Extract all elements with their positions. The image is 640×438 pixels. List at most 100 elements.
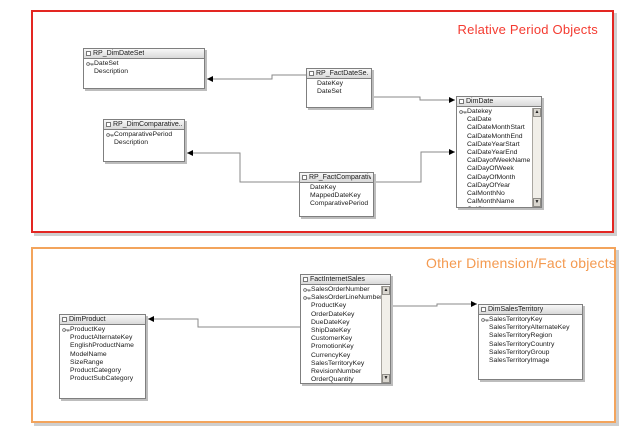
key-icon — [459, 110, 467, 114]
column-row[interactable]: CalDate — [457, 116, 541, 124]
scroll-down-button[interactable]: ▼ — [533, 198, 541, 207]
table-icon — [303, 277, 308, 282]
relationship-line[interactable] — [187, 152, 299, 183]
relationship-line[interactable] — [372, 96, 455, 101]
table-header-dimdate[interactable]: DimDate — [457, 97, 541, 107]
column-row[interactable]: ProductCategory — [60, 367, 145, 375]
relationship-line[interactable] — [148, 318, 300, 328]
column-row[interactable]: OrderDateKey — [301, 311, 390, 319]
scroll-up-button[interactable]: ▲ — [382, 286, 390, 295]
column-row[interactable]: SizeRange — [60, 359, 145, 367]
column-row[interactable]: ComparativePeriod — [104, 131, 184, 139]
column-row[interactable]: PromotionKey — [301, 343, 390, 351]
column-name: DueDateKey — [311, 318, 350, 326]
column-name: CalDayOfWeek — [467, 165, 514, 173]
column-row[interactable]: ProductSubCategory — [60, 375, 145, 383]
column-row[interactable]: MappedDateKey — [300, 192, 373, 200]
column-row[interactable]: DateKey — [300, 184, 373, 192]
key-icon — [106, 133, 114, 137]
column-row[interactable]: ProductKey — [60, 326, 145, 334]
column-name: SalesTerritoryImage — [489, 357, 550, 365]
column-row[interactable]: CustomerKey — [301, 335, 390, 343]
scroll-up-button[interactable]: ▲ — [533, 108, 541, 117]
column-row[interactable]: CalDateYearEnd — [457, 149, 541, 157]
column-row[interactable]: SalesTerritoryCountry — [479, 341, 582, 349]
vertical-scrollbar[interactable]: ▲▼ — [381, 286, 390, 383]
column-row[interactable]: EnglishProductName — [60, 342, 145, 350]
column-row[interactable]: ProductAlternateKey — [60, 334, 145, 342]
column-row[interactable]: DateKey — [307, 80, 371, 88]
column-name: ProductSubCategory — [70, 375, 134, 383]
relationship-line[interactable] — [391, 303, 477, 307]
column-row[interactable]: CalDayofWeekName — [457, 157, 541, 165]
column-row[interactable]: Description — [84, 68, 204, 76]
column-row[interactable]: CalQtr — [457, 206, 541, 207]
column-name: OrderDateKey — [311, 310, 355, 318]
relationship-line[interactable] — [374, 151, 455, 183]
column-row[interactable]: OrderQuantity — [301, 376, 390, 383]
column-row[interactable]: Description — [104, 139, 184, 147]
column-row[interactable]: SalesTerritoryKey — [301, 360, 390, 368]
column-name: SalesOrderNumber — [311, 286, 370, 294]
column-name: CustomerKey — [311, 335, 353, 343]
column-row[interactable]: ShipDateKey — [301, 327, 390, 335]
column-name: OrderQuantity — [311, 376, 354, 383]
column-row[interactable]: CalDateYearStart — [457, 141, 541, 149]
column-row[interactable]: CurrencyKey — [301, 352, 390, 360]
column-row[interactable]: CalMonthName — [457, 198, 541, 206]
relative-period-group-box — [31, 10, 614, 233]
column-row[interactable]: DateSet — [307, 88, 371, 96]
column-row[interactable]: SalesTerritoryAlternateKey — [479, 324, 582, 332]
table-header-rp-factcomparativ[interactable]: RP_FactComparativ... — [300, 173, 373, 183]
table-header-factinternetsales[interactable]: FactInternetSales — [301, 275, 390, 285]
column-row[interactable]: CalDateMonthStart — [457, 124, 541, 132]
column-row[interactable]: CalDateMonthEnd — [457, 133, 541, 141]
table-header-rp-dimdateset[interactable]: RP_DimDateSet — [84, 49, 204, 59]
column-name: SalesTerritoryCountry — [489, 340, 555, 348]
column-row[interactable]: SalesTerritoryKey — [479, 316, 582, 324]
column-row[interactable]: DateSet — [84, 60, 204, 68]
column-row[interactable]: ComparativePeriod — [300, 200, 373, 208]
vertical-scrollbar[interactable]: ▲▼ — [532, 108, 541, 207]
column-row[interactable]: CalDayOfMonth — [457, 174, 541, 182]
column-row[interactable]: SalesOrderLineNumber — [301, 294, 390, 302]
table-header-rp-dimcomparative[interactable]: RP_DimComparative... — [104, 120, 184, 130]
column-row[interactable]: CalMonthNo — [457, 190, 541, 198]
table-header-dimsalesterritory[interactable]: DimSalesTerritory — [479, 305, 582, 315]
column-name: SalesTerritoryKey — [489, 316, 543, 324]
relationship-arrow — [187, 150, 193, 156]
table-header-rp-factdatese[interactable]: RP_FactDateSe... — [307, 69, 371, 79]
relationship-arrow — [449, 97, 455, 103]
column-row[interactable]: CalDayOfYear — [457, 182, 541, 190]
scroll-down-button[interactable]: ▼ — [382, 374, 390, 383]
column-row[interactable]: SalesTerritoryGroup — [479, 349, 582, 357]
table-title: RP_DimDateSet — [93, 50, 145, 57]
column-name: CalDateYearStart — [467, 140, 520, 148]
column-row[interactable]: DueDateKey — [301, 319, 390, 327]
column-row[interactable]: RevisionNumber — [301, 368, 390, 376]
column-row[interactable]: ProductKey — [301, 302, 390, 310]
column-row[interactable]: Datekey — [457, 108, 541, 116]
column-row[interactable]: ModelName — [60, 351, 145, 359]
column-row[interactable]: SalesOrderNumber — [301, 286, 390, 294]
column-row[interactable]: SalesTerritoryRegion — [479, 332, 582, 340]
relationship-line[interactable] — [207, 74, 306, 80]
table-title: RP_FactComparativ... — [309, 174, 371, 181]
column-row[interactable]: SalesTerritoryImage — [479, 357, 582, 365]
column-row[interactable]: CalDayOfWeek — [457, 165, 541, 173]
table-header-dimproduct[interactable]: DimProduct — [60, 315, 145, 325]
table-title: RP_DimComparative... — [113, 121, 182, 128]
